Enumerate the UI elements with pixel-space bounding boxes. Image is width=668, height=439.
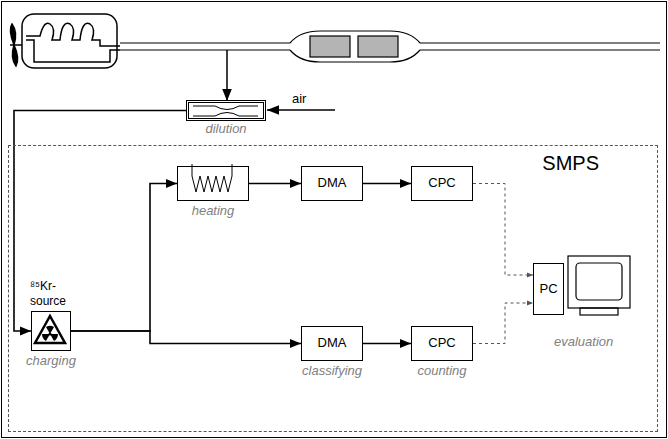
inlet-label: air (292, 91, 306, 106)
air-inlet (267, 109, 335, 111)
flow-connector (249, 183, 301, 185)
flow-connector (363, 183, 411, 185)
caption: charging (26, 353, 76, 368)
caption: counting (417, 363, 466, 378)
pc-box: PCevaluation (533, 263, 564, 315)
monitor (568, 256, 630, 315)
box-label: PC (539, 282, 557, 297)
dma-box: DMA (301, 166, 363, 201)
heater-coil (192, 164, 232, 192)
region-title: SMPS (542, 152, 599, 175)
venturi (193, 106, 258, 116)
dma-box: DMAclassifying (301, 326, 363, 361)
smps-region: SMPS⁸⁵Kr-sourcechargingheatingDMACPCDMAc… (8, 145, 658, 432)
flow-connector (71, 331, 301, 344)
caption: classifying (302, 363, 362, 378)
box-label: CPC (428, 176, 455, 191)
caption: dilution (205, 121, 246, 136)
box-label: CPC (428, 336, 455, 351)
flow-connector (473, 184, 533, 276)
exhaust-pipe (120, 31, 660, 101)
caption: evaluation (554, 334, 613, 349)
flow-connector (473, 303, 533, 344)
heater-box: heating (177, 166, 249, 201)
charger-box: ⁸⁵Kr-sourcecharging (31, 311, 71, 351)
flow-connector (71, 184, 177, 332)
radiation-symbol (35, 316, 65, 343)
caption: ⁸⁵Kr-source (30, 279, 82, 308)
box-label: DMA (318, 176, 347, 191)
flow-connector (14, 111, 186, 332)
flow-connector (363, 343, 411, 345)
dilution-box: dilution (186, 100, 266, 121)
cpc-box: CPCcounting (411, 326, 473, 361)
box-label: DMA (318, 336, 347, 351)
engine (10, 14, 120, 68)
caption: heating (192, 203, 235, 218)
cpc-box: CPC (411, 166, 473, 201)
